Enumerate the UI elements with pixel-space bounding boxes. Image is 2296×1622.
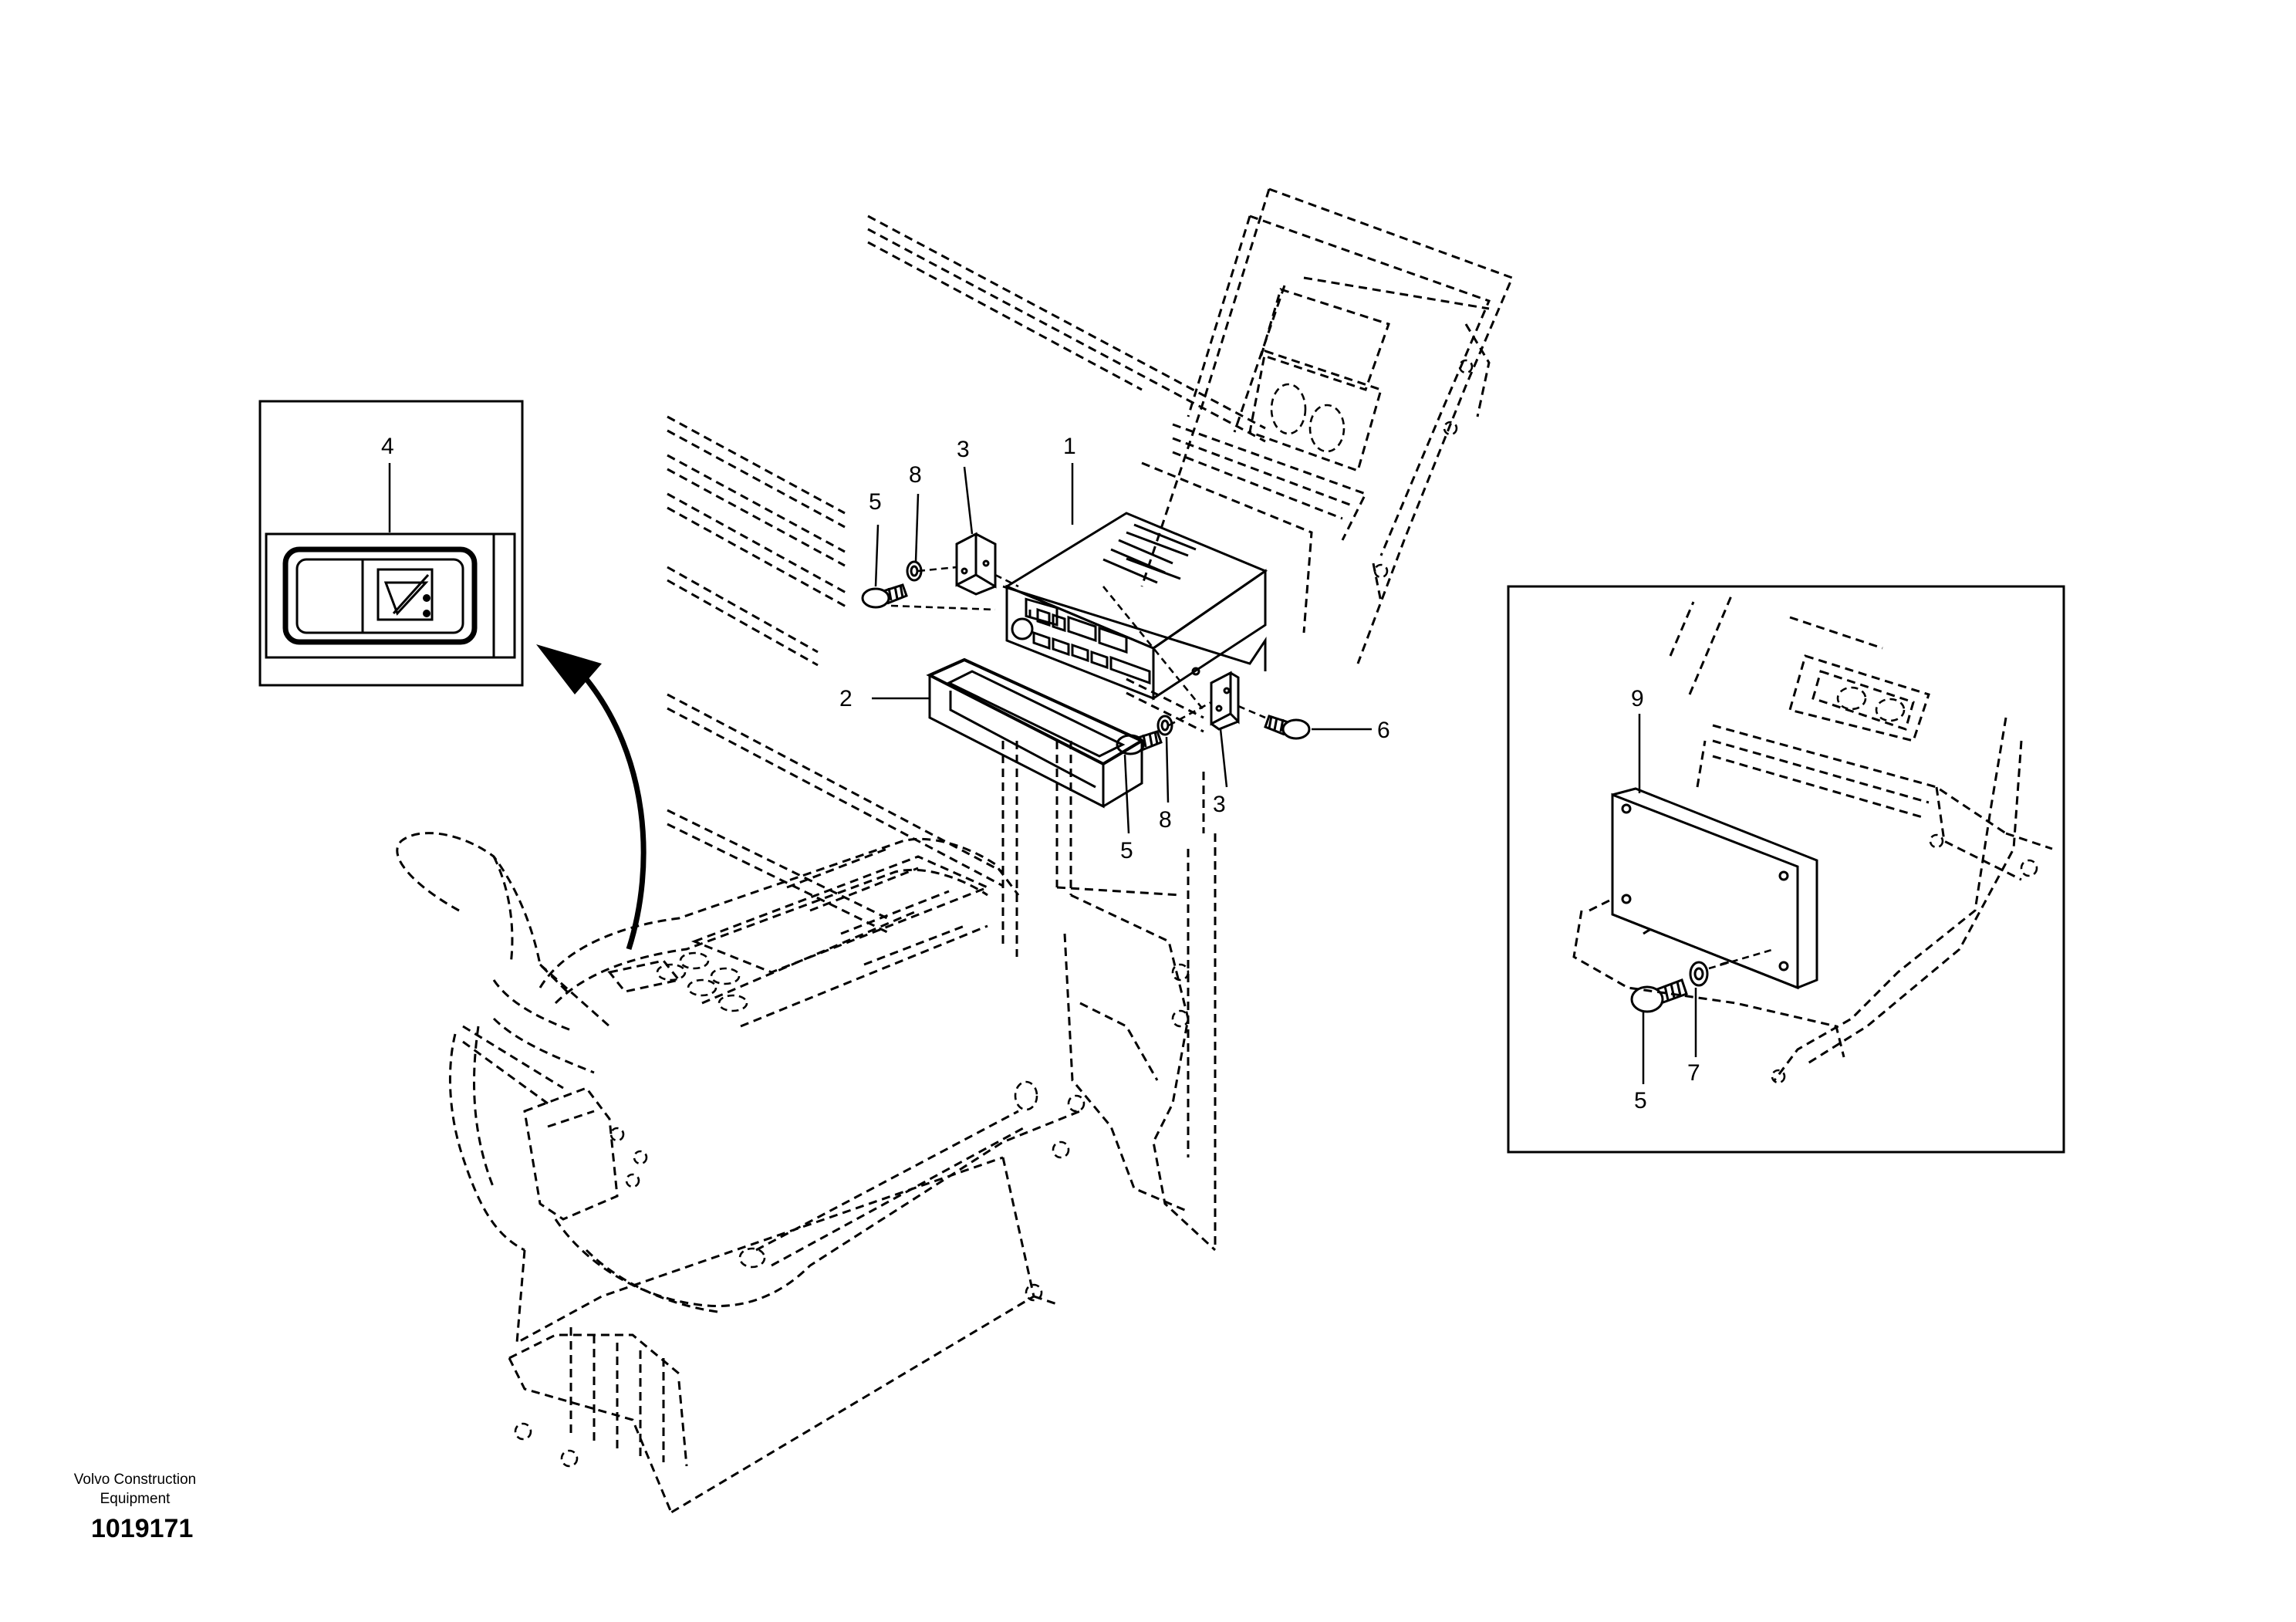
company-line-1: Volvo Construction xyxy=(73,1472,197,1488)
callout-6: 6 xyxy=(1377,718,1390,743)
company-name: Volvo Construction Equipment xyxy=(46,1470,224,1509)
assembly-line xyxy=(890,604,996,611)
callout-9: 9 xyxy=(1631,686,1644,711)
washer-icon xyxy=(1156,715,1173,736)
radio-cassette-unit xyxy=(1002,512,1268,701)
curved-arrow-icon xyxy=(536,644,647,951)
washer-icon xyxy=(1689,961,1709,987)
rocker-switch-icon xyxy=(265,532,516,659)
bracket-upper xyxy=(955,532,997,596)
drawing-number: 1019171 xyxy=(91,1514,194,1543)
assembly-line xyxy=(994,573,1019,588)
company-line-2: Equipment xyxy=(100,1491,171,1507)
callout-5-inset: 5 xyxy=(1634,1088,1647,1113)
bolt-icon xyxy=(861,583,908,609)
cab-structure-outline xyxy=(396,188,1514,1514)
callout-7: 7 xyxy=(1687,1060,1700,1086)
leader-lines xyxy=(872,463,1372,834)
callout-3-upper: 3 xyxy=(957,437,970,462)
callout-1: 1 xyxy=(1063,434,1076,459)
callout-5-lower: 5 xyxy=(1120,838,1133,863)
callout-8-lower: 8 xyxy=(1159,807,1172,833)
inset-switch-detail: 4 xyxy=(258,400,524,687)
blank-cover-plate xyxy=(1611,787,1818,990)
bolt-icon xyxy=(1264,715,1311,740)
callout-5-upper: 5 xyxy=(869,489,882,515)
callout-labels-main: 1 2 3 3 5 5 6 8 8 xyxy=(839,434,1390,863)
callout-8-upper: 8 xyxy=(909,462,922,488)
bracket-lower xyxy=(1210,671,1240,731)
assembly-line xyxy=(1237,705,1266,719)
callout-3-lower: 3 xyxy=(1213,792,1226,817)
bolt-icon xyxy=(1116,730,1163,755)
assembly-line xyxy=(1168,701,1212,727)
assembly-line xyxy=(1102,586,1205,711)
inset-cover-detail: 9 5 7 xyxy=(1507,585,2065,1154)
assembly-line xyxy=(917,566,957,573)
bolt-icon xyxy=(1630,978,1688,1013)
callout-2: 2 xyxy=(839,686,853,711)
callout-4: 4 xyxy=(381,434,394,459)
